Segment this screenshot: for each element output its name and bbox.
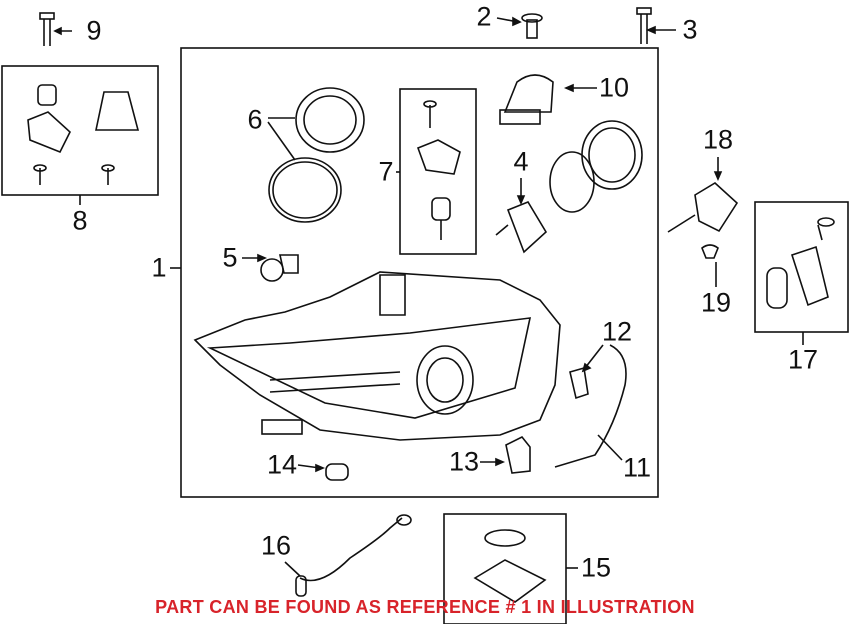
main-assembly-box: [180, 47, 659, 498]
callout-5: 5: [222, 242, 238, 273]
reference-note: PART CAN BE FOUND AS REFERENCE # 1 IN IL…: [155, 597, 695, 617]
headlamp-assembly-1: [193, 271, 561, 441]
callout-11: 11: [622, 452, 652, 483]
callout-7: 7: [378, 156, 394, 187]
callout-14: 14: [266, 449, 298, 480]
ballast-kit-17: [766, 217, 835, 309]
callout-6: 6: [247, 104, 263, 135]
callout-8: 8: [72, 205, 88, 236]
callout-18: 18: [702, 124, 734, 155]
bulb-10: [499, 74, 554, 125]
bolt-2-icon: [521, 13, 543, 39]
callout-2: 2: [476, 1, 492, 32]
adjuster-7: [416, 100, 461, 240]
callout-1: 1: [151, 252, 167, 283]
bolt-9-icon: [39, 12, 55, 46]
bulb-4: [495, 201, 548, 254]
bolt-3-icon: [636, 7, 652, 44]
callout-19: 19: [700, 287, 732, 318]
callout-4: 4: [513, 146, 529, 177]
bulb-5: [260, 254, 299, 282]
callout-16: 16: [260, 530, 292, 561]
bracket-kit-8: [27, 84, 140, 185]
part-15-box: [443, 513, 567, 624]
seal-ring-6: [268, 87, 365, 223]
leader-lines: [53, 16, 804, 577]
xenon-bulb-18: [667, 182, 739, 233]
callout-3: 3: [682, 14, 698, 45]
clip-12: [569, 366, 589, 400]
wire-11: [554, 344, 627, 468]
part-17-box: [754, 201, 849, 333]
callout-12: 12: [601, 316, 633, 347]
clip-19: [701, 244, 719, 259]
connector-13: [505, 435, 531, 474]
cover-caps: [549, 120, 643, 213]
callout-9: 9: [86, 15, 102, 46]
control-module-15: [473, 529, 547, 603]
callout-15: 15: [580, 552, 612, 583]
wire-harness-16: [295, 514, 412, 597]
callout-17: 17: [787, 344, 819, 375]
grommet-14: [325, 463, 349, 481]
callout-10: 10: [598, 72, 630, 103]
callout-13: 13: [448, 446, 480, 477]
